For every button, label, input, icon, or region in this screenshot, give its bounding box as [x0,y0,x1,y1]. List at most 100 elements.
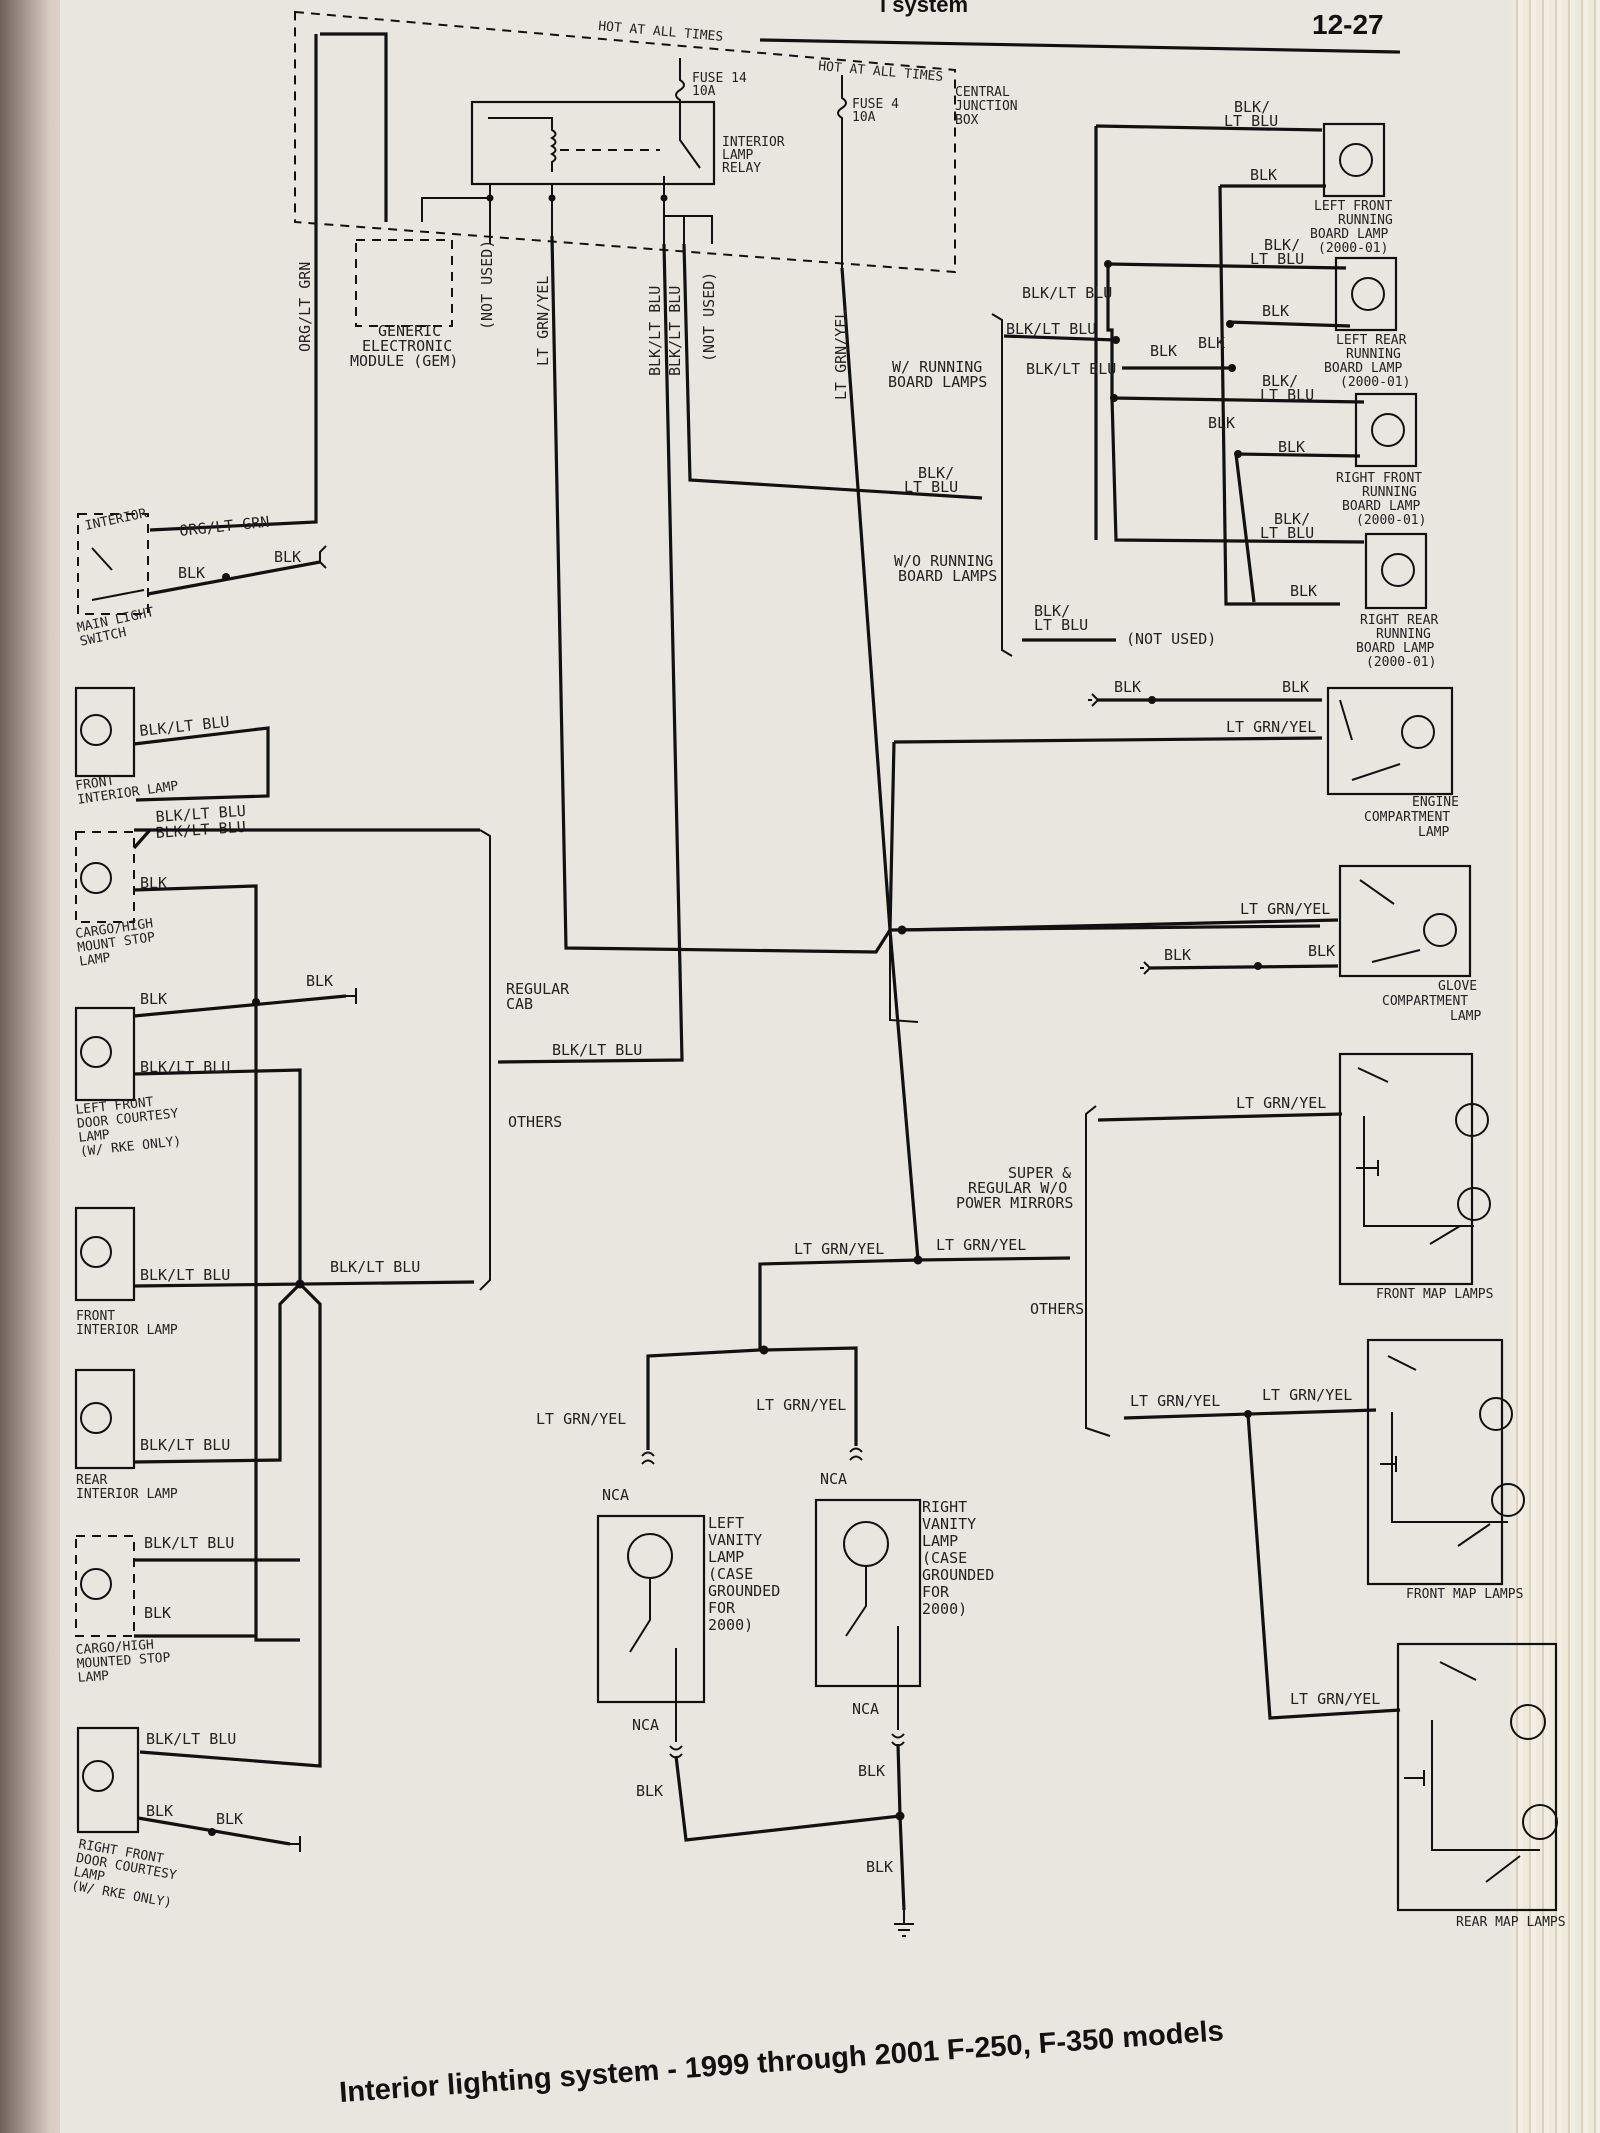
vertical-wires: ORG/LT GRN (NOT USED) LT GRN/YEL BLK/LT … [149,222,983,1064]
main-light-switch: INTERIOR MAIN LIGHTSWITCH ORG/LT GRN BLK… [76,506,327,650]
nca-4: NCA [852,1700,879,1718]
wire-lt-grn-yel-1: LT GRN/YEL [534,276,552,366]
wire-blk-v3: BLK [866,1858,893,1876]
svg-text:LT GRN/YEL: LT GRN/YEL [1290,1690,1380,1708]
svg-text:BLK: BLK [1198,334,1225,352]
svg-text:FRONT MAP LAMPS: FRONT MAP LAMPS [1406,1587,1523,1602]
bulb-icon [80,862,112,894]
bulb-icon [82,1760,114,1792]
section-title: l system [880,0,968,17]
svg-text:BLK/LT BLU: BLK/LT BLU [1026,360,1116,378]
bulb-icon [1401,715,1435,749]
bulb-icon [1351,277,1385,311]
page-number: 12-27 [1312,9,1384,40]
ground-icon [346,988,357,1004]
switch-icon [845,1566,899,1686]
bulb-icon [843,1521,889,1567]
bracket [991,313,1013,657]
svg-text:LT GRN/YEL: LT GRN/YEL [1240,900,1330,918]
svg-text:LT GRN/YEL: LT GRN/YEL [1236,1094,1326,1112]
bracket [1085,1105,1111,1437]
gem-module [355,239,453,327]
switch-icon [629,1578,677,1702]
nca-1: NCA [602,1486,629,1504]
relay-switch-icon [679,120,701,169]
svg-text:BLK: BLK [1290,582,1317,600]
svg-text:BLK: BLK [140,990,167,1008]
svg-text:BLK: BLK [1164,946,1191,964]
svg-text:BLK/LT BLU: BLK/LT BLU [1260,510,1314,542]
nca-2: NCA [820,1470,847,1488]
svg-text:BLK: BLK [1262,302,1289,320]
wire-lt-grn-yel-2: LT GRN/YEL [832,310,850,400]
bulb-icon [1491,1483,1525,1517]
left-lamps: FRONTINTERIOR LAMP BLK/LT BLU CARGO/HIGH… [70,686,480,1911]
svg-text:BLK/LT BLU: BLK/LT BLU [1022,284,1112,302]
svg-text:BLK/LT BLU: BLK/LT BLU [146,1730,236,1748]
bulb-icon [80,1402,112,1434]
others-label-2: OTHERS [1030,1300,1084,1318]
svg-text:BLK/LT BLU: BLK/LT BLU [1250,236,1304,268]
svg-text:BLK: BLK [1250,166,1277,184]
front-interior-lamp-1: FRONTINTERIOR LAMP BLK/LT BLU [74,686,270,808]
bulb-icon [1371,413,1405,447]
svg-text:BLK: BLK [1278,438,1305,456]
bulb-icon [1522,1804,1558,1840]
switch-contacts-icon [91,547,145,601]
bulb-icon [1455,1103,1489,1137]
bulb-icon [80,1568,112,1600]
rear-map-lamps: LT GRN/YEL REAR MAP LAMPS [1246,1413,1566,1930]
svg-text:LT GRN/YEL: LT GRN/YEL [1262,1386,1352,1404]
front-map-lamps-1: LT GRN/YEL FRONT MAP LAMPS [1097,1052,1493,1302]
wire-not-used-2: (NOT USED) [700,272,718,362]
wire-blk-lt-blu-v1: BLK/LT BLU [646,286,664,376]
svg-text:BLK/LT BLU: BLK/LT BLU [144,1534,234,1552]
svg-text:BLK/LT BLU: BLK/LT BLU [1034,602,1088,634]
svg-text:BLK/LT BLU: BLK/LT BLU [140,1436,230,1454]
svg-text:BLK: BLK [1114,678,1141,696]
switch-icon [1356,1067,1474,1245]
bulb-icon [1423,913,1457,947]
svg-text:LT GRN/YEL: LT GRN/YEL [1226,718,1316,736]
svg-text:BLK: BLK [1208,414,1235,432]
ground-icon [290,1836,301,1852]
bulb-icon [1457,1187,1491,1221]
svg-text:BLK: BLK [1150,342,1177,360]
svg-text:BLK/LT BLU: BLK/LT BLU [139,713,231,740]
bulb-icon [80,1036,112,1068]
svg-text:REAR MAP LAMPS: REAR MAP LAMPS [1456,1915,1566,1930]
bulb-icon [1479,1397,1513,1431]
bulb-icon [80,714,112,746]
wire-lt-grn-yel-right-vanity: LT GRN/YEL [756,1396,846,1414]
bracket [479,829,491,1291]
svg-text:LT GRN/YEL: LT GRN/YEL [1130,1392,1220,1410]
svg-text:FRONTINTERIOR LAMP: FRONTINTERIOR LAMP [74,765,179,808]
manual-page [60,0,1530,2133]
bulb-icon [1381,553,1415,587]
cargo-lamp-1: CARGO/HIGHMOUNT STOPLAMP BLK/LT BLU BLK/… [74,802,480,1642]
fuse-4-icon [837,75,847,268]
relay-coil-icon [488,117,557,172]
svg-text:BLK/LT BLU: BLK/LT BLU [140,1266,230,1284]
bulb-icon [627,1533,673,1579]
main-light-switch-label: MAIN LIGHTSWITCH [76,605,159,650]
wire-org-lt-grn: ORG/LT GRN [179,513,271,540]
figure-caption: Interior lighting system - 1999 through … [338,2015,1224,2109]
svg-text:CARGO/HIGHMOUNT STOPLAMP: CARGO/HIGHMOUNT STOPLAMP [74,916,158,969]
